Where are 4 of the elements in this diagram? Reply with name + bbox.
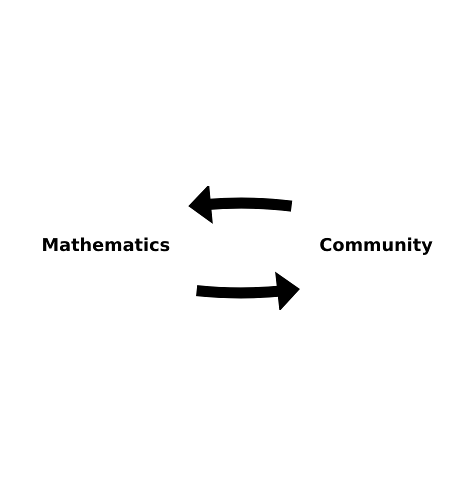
node-text: Mathematics xyxy=(42,236,170,256)
arrow xyxy=(196,271,300,310)
arrow xyxy=(188,186,292,224)
node-text: Community xyxy=(319,236,433,256)
